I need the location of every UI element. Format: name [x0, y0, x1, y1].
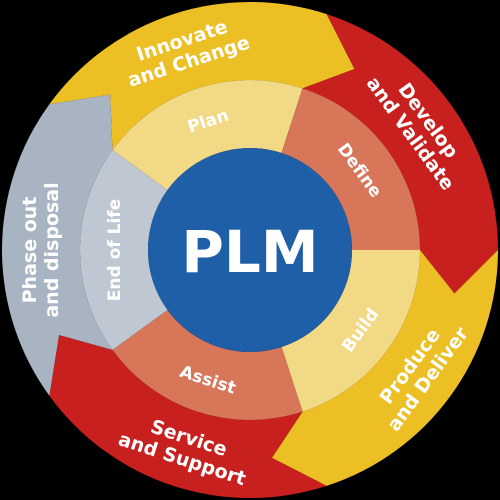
outer-segment-phase-out [1, 94, 113, 396]
plm-center-circle [148, 148, 352, 352]
outer-segment-develop [302, 14, 498, 294]
outer-label-phase-out: Phase outand disposal [19, 182, 63, 317]
inner-label-end-of-life: End of Life [105, 199, 125, 301]
inner-ring [79, 79, 420, 421]
outer-segment-produce [271, 250, 498, 486]
inner-segment-build [281, 250, 420, 412]
outer-segment-innovate [49, 1, 355, 151]
inner-segment-define [281, 88, 420, 250]
inner-segment-end-of-life [79, 150, 168, 350]
plm-center-label: PLM [181, 218, 318, 286]
inner-segment-plan [112, 79, 303, 191]
outer-segment-service [49, 335, 327, 499]
inner-segment-assist [112, 309, 303, 421]
